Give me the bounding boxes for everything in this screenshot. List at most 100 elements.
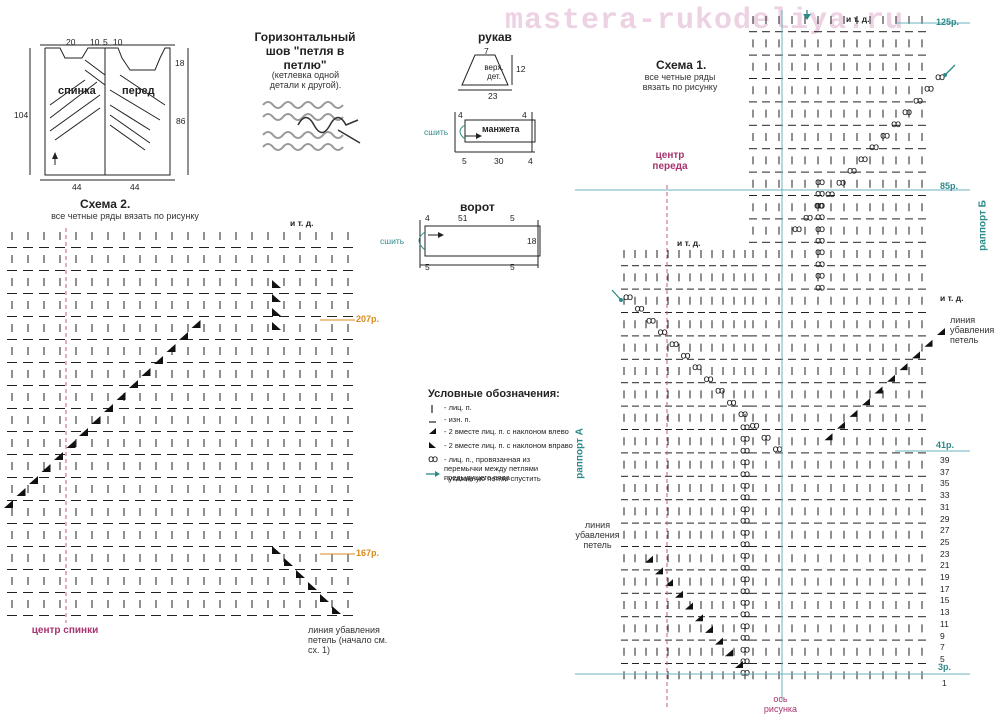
scheme1-row-number: 23 <box>940 548 950 559</box>
scheme1-row-number: 37 <box>940 466 950 477</box>
scheme1-row-number: 39 <box>940 455 950 465</box>
svg-text:ꝏ: ꝏ <box>740 562 750 573</box>
scheme1-row-number: 35 <box>940 478 950 489</box>
scheme2-row-207: 207р. <box>356 314 380 324</box>
scheme1-rapport-a: раппорт А <box>574 428 586 479</box>
cuff-dim-4: 30 <box>494 156 504 166</box>
sleeve-dim-bottom: 23 <box>488 91 498 101</box>
scheme2-grid <box>4 228 355 623</box>
scheme1-row-number: 25 <box>940 536 950 547</box>
svg-text:ꝏ: ꝏ <box>740 551 750 562</box>
cuff-dim-5: 4 <box>528 156 533 166</box>
scheme1-center-front: центр переда <box>652 150 688 172</box>
dim-left: 104 <box>14 110 29 120</box>
svg-text:ꝏ: ꝏ <box>740 609 750 620</box>
sleeve-dim-top: 7 <box>484 46 489 56</box>
svg-text:ꝏ: ꝏ <box>740 457 750 468</box>
svg-text:ꝏ: ꝏ <box>815 200 825 211</box>
sleeve-title: рукав <box>478 30 512 44</box>
svg-text:ꝏ: ꝏ <box>815 282 825 293</box>
dim-bottom-2: 44 <box>130 182 140 192</box>
scheme1-etc-right: и т. д. <box>940 293 964 303</box>
legend-item-knit: - лиц. п. <box>444 403 472 412</box>
legend-symbols: ꝏ <box>426 405 440 477</box>
legend-item-drop: - указанную петлю спустить <box>444 474 541 483</box>
svg-text:ꝏ: ꝏ <box>740 481 750 492</box>
scheme1-etc-top: и т. д. <box>846 14 870 24</box>
svg-text:ꝏ: ꝏ <box>803 212 813 223</box>
collar-dim-2: 51 <box>458 213 468 223</box>
scheme1-row-number: 5 <box>940 653 945 664</box>
pattern-figure <box>29 44 189 181</box>
dim-top-1: 20 <box>66 37 76 47</box>
svg-text:ꝏ: ꝏ <box>704 374 714 385</box>
svg-text:ꝏ: ꝏ <box>646 315 656 326</box>
collar-drawing <box>418 220 541 268</box>
scheme1-row-number: 21 <box>940 560 950 571</box>
svg-text:ꝏ: ꝏ <box>858 154 868 165</box>
cuff-dim-1: 4 <box>458 110 463 120</box>
seam-title: Горизонтальный шов "петля в петлю" <box>254 30 356 72</box>
svg-text:ꝏ: ꝏ <box>740 469 750 480</box>
collar-sew: сшить <box>380 236 405 246</box>
scheme1-row-3: 3р. <box>938 662 952 672</box>
scheme2-center: центр спинки <box>31 625 99 636</box>
scheme1-row-number: 29 <box>940 513 950 524</box>
scheme1-dec-line-right: линия убавления петель <box>950 315 995 345</box>
seam-illustration <box>262 101 361 151</box>
scheme1-row-number: 19 <box>940 572 950 582</box>
svg-text:ꝏ: ꝏ <box>740 492 750 503</box>
svg-text:ꝏ: ꝏ <box>738 409 748 420</box>
collar-title: ворот <box>460 200 495 214</box>
dim-right: 86 <box>176 116 186 126</box>
svg-text:ꝏ: ꝏ <box>815 259 825 270</box>
svg-text:ꝏ: ꝏ <box>815 224 825 235</box>
svg-text:ꝏ: ꝏ <box>814 201 824 212</box>
svg-text:ꝏ: ꝏ <box>740 644 750 655</box>
svg-text:ꝏ: ꝏ <box>869 142 879 153</box>
svg-text:ꝏ: ꝏ <box>727 397 737 408</box>
svg-text:ꝏ: ꝏ <box>740 445 750 456</box>
scheme2-etc: и т. д. <box>290 218 314 228</box>
sleeve-upper-label: верх. дет. <box>484 63 504 81</box>
svg-text:ꝏ: ꝏ <box>815 177 825 188</box>
svg-text:ꝏ: ꝏ <box>935 72 945 83</box>
scheme1-row-125: 125р. <box>936 17 960 27</box>
svg-text:ꝏ: ꝏ <box>740 668 750 679</box>
svg-text:ꝏ: ꝏ <box>792 224 802 235</box>
collar-dim-1: 4 <box>425 213 430 223</box>
svg-text:ꝏ: ꝏ <box>913 95 923 106</box>
svg-text:ꝏ: ꝏ <box>669 339 679 350</box>
svg-text:ꝏ: ꝏ <box>681 351 691 362</box>
dim-top-2: 10 <box>90 37 100 47</box>
svg-text:ꝏ: ꝏ <box>902 107 912 118</box>
svg-text:ꝏ: ꝏ <box>836 177 846 188</box>
scheme1-row-number: 27 <box>940 525 950 536</box>
legend-item-m1: - лиц. п., провязанная из перемычки межд… <box>444 455 539 482</box>
svg-text:ꝏ: ꝏ <box>740 516 750 527</box>
svg-text:ꝏ: ꝏ <box>740 527 750 538</box>
scheme2-row-167: 167р. <box>356 548 380 558</box>
legend-item-k2tog-right: - 2 вместе лиц. п. с наклоном вправо <box>444 441 573 450</box>
scheme1-row-85: 85р. <box>940 181 959 191</box>
cuff-dim-3: 5 <box>462 156 467 166</box>
svg-text:ꝏ: ꝏ <box>825 189 835 200</box>
scheme1-row-1: 1 <box>942 678 947 688</box>
scheme1-subtitle: все четные ряды вязать по рисунку <box>642 72 718 92</box>
scheme1-row-number: 13 <box>940 607 950 618</box>
sleeve-drawing <box>454 54 536 153</box>
svg-text:ꝏ: ꝏ <box>740 633 750 644</box>
scheme2-subtitle: все четные ряды вязать по рисунку <box>51 211 199 221</box>
scheme1-row-number: 7 <box>940 642 945 653</box>
svg-text:ꝏ: ꝏ <box>740 656 750 667</box>
svg-text:ꝏ: ꝏ <box>880 131 890 142</box>
dim-bottom-1: 44 <box>72 182 82 192</box>
svg-text:ꝏ: ꝏ <box>740 504 750 515</box>
seam-subtitle: (кетлевка одной детали к другой). <box>269 70 342 90</box>
scheme2-title: Схема 2. <box>80 197 131 211</box>
svg-text:ꝏ: ꝏ <box>428 454 438 465</box>
svg-text:ꝏ: ꝏ <box>815 212 825 223</box>
scheme1-etc-left: и т. д. <box>677 238 701 248</box>
svg-text:ꝏ: ꝏ <box>924 84 934 95</box>
collar-dim-6: 5 <box>510 262 515 272</box>
